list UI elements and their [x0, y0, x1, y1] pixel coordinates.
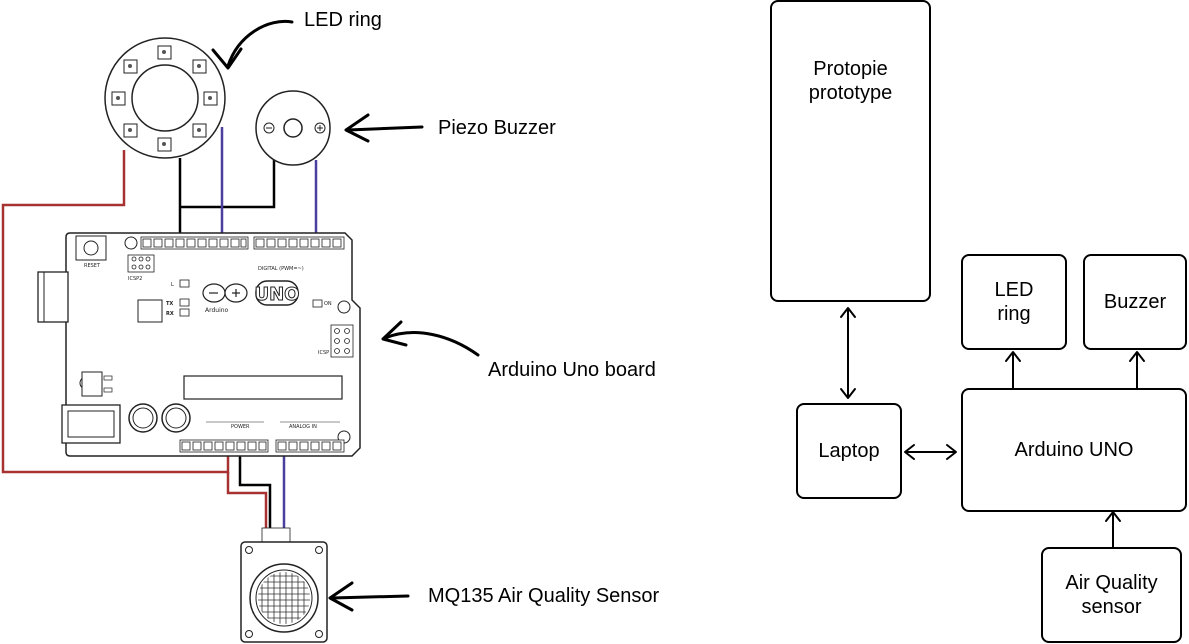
led-ring-block: LED ring — [961, 254, 1067, 350]
air-sensor-label: MQ135 Air Quality Sensor — [428, 585, 660, 607]
arduino-uno-block: Arduino UNO — [961, 388, 1187, 512]
power-header — [179, 439, 269, 453]
analog-in-label: ANALOG IN — [289, 424, 317, 430]
digital-header-right — [253, 236, 345, 250]
wires — [1, 127, 318, 540]
led-ring-label: LED ring — [304, 9, 382, 31]
tx-label: TX — [166, 301, 173, 307]
laptop-block-label: Laptop — [818, 440, 880, 462]
piezo-buzzer-component — [255, 90, 331, 166]
led-ring-block-label: LED ring — [994, 279, 1034, 325]
protopie-block-label: Protopie prototype — [808, 58, 893, 104]
block-diagram-connectors — [840, 307, 1145, 548]
reset-label: RESET — [84, 263, 101, 269]
arduino-logo-text: Arduino — [205, 307, 229, 314]
digital-label: DIGITAL (PWM=~) — [258, 266, 304, 272]
mq135-sensor-component — [240, 527, 328, 643]
led-ring-pointer-arrow — [226, 19, 294, 68]
on-label: ON — [324, 301, 332, 307]
annotation-arrows — [211, 19, 480, 612]
buzzer-block: Buzzer — [1083, 254, 1187, 350]
arduino-board-label: Arduino Uno board — [488, 359, 656, 381]
laptop-block: Laptop — [796, 403, 902, 499]
air-quality-sensor-block: Air Quality sensor — [1041, 547, 1182, 643]
power-wire — [1, 150, 230, 474]
arduino-uno-block-label: Arduino UNO — [1014, 439, 1134, 461]
sensor-pointer-arrow — [330, 594, 410, 600]
buzzer-pointer-arrow — [346, 125, 424, 132]
rx-label: RX — [166, 311, 174, 317]
arduino-uno-board: RESET ICSP2 DIGITAL (PWM=~) — [37, 232, 361, 457]
led-ring-component — [104, 37, 226, 159]
buzzer-ground-wire — [180, 160, 276, 209]
l-led-label: L — [171, 282, 174, 288]
protopie-block: Protopie prototype — [770, 0, 931, 302]
analog-header — [275, 439, 345, 453]
sensor-power-wire — [226, 472, 268, 540]
sensor-ground-wire — [238, 440, 272, 540]
air-quality-sensor-block-label: Air Quality sensor — [1065, 572, 1158, 618]
digital-header-left — [140, 236, 249, 250]
buzzer-block-label: Buzzer — [1103, 291, 1167, 313]
icsp-label: ICSP — [318, 350, 329, 356]
power-label: POWER — [231, 424, 250, 430]
uno-badge: UNO — [255, 284, 300, 305]
arduino-pointer-arrow — [383, 331, 480, 357]
icsp2-label: ICSP2 — [128, 276, 142, 282]
piezo-buzzer-label: Piezo Buzzer — [438, 117, 556, 139]
arduino-logo — [202, 283, 248, 303]
